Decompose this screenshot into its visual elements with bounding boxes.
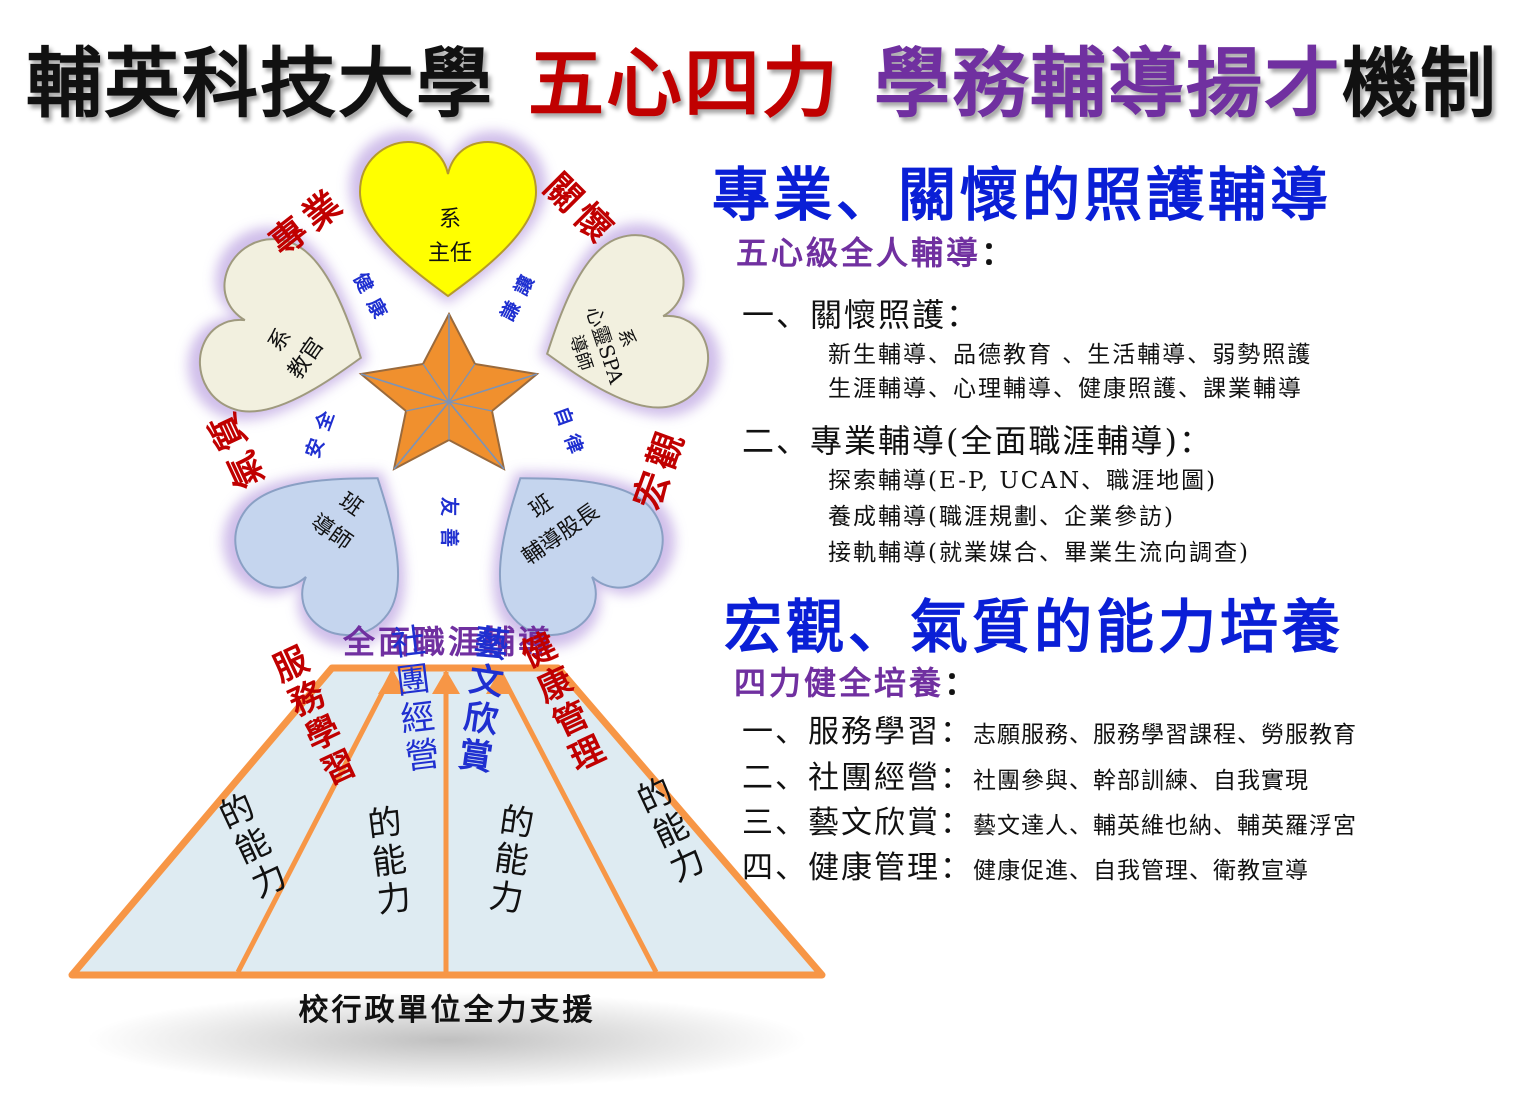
section2-subheading: 四力健全培養： bbox=[734, 658, 979, 704]
title-mechanism-suffix: 機制 bbox=[1342, 39, 1498, 128]
ability-desc: 健康促進、自我管理、衛教宣導 bbox=[973, 858, 1309, 884]
page-title: 輔英科技大學五心四力學務輔導揚才機制 bbox=[0, 22, 1524, 132]
section2-heading: 宏觀、氣質的能力培養 bbox=[724, 593, 1345, 661]
center-star-icon bbox=[358, 311, 540, 471]
ability-title: 三、藝文欣賞： bbox=[742, 805, 973, 841]
ability-item-arts: 三、藝文欣賞：藝文達人、輔英維也納、輔英羅浮宮 bbox=[742, 797, 1357, 842]
virtue-discipline: 自律 bbox=[550, 404, 591, 466]
four-abilities-pyramid bbox=[68, 664, 826, 979]
professional-item-title: 二、專業輔導(全面職涯輔導)： bbox=[742, 422, 1213, 460]
section1-heading: 專業、關懷的照護輔導 bbox=[712, 161, 1333, 229]
petal-top-line2: 主任 bbox=[428, 241, 472, 266]
care-item-line2: 生涯輔導、心理輔導、健康照護、課業輔導 bbox=[828, 376, 1303, 402]
section2-sub-text: 四力健全培養 bbox=[734, 664, 945, 702]
ability-desc: 藝文達人、輔英維也納、輔英羅浮宮 bbox=[973, 813, 1357, 839]
virtue-friendly: 友善 bbox=[438, 497, 461, 559]
care-item-line1: 新生輔導、品德教育 、生活輔導、弱勢照護 bbox=[828, 342, 1313, 368]
arrow-head-icon bbox=[432, 670, 460, 694]
arrow-head-icon bbox=[378, 670, 406, 694]
section1-subheading: 五心級全人輔導： bbox=[736, 228, 1016, 274]
ability-item-health: 四、健康管理：健康促進、自我管理、衛教宣導 bbox=[742, 842, 1309, 887]
petal-ur-line1: 系 bbox=[613, 326, 639, 350]
pyramid-shadow bbox=[87, 992, 807, 1088]
ability-desc: 志願服務、服務學習課程、勞服教育 bbox=[973, 722, 1357, 748]
section1-sub-text: 五心級全人輔導 bbox=[736, 234, 982, 272]
care-item-title: 一、關懷照護： bbox=[742, 296, 981, 334]
ability-desc: 社團參與、幹部訓練、自我實現 bbox=[973, 768, 1309, 794]
virtue-health: 健康 bbox=[349, 269, 397, 331]
ability-title: 四、健康管理： bbox=[742, 850, 973, 886]
ability-title: 一、服務學習： bbox=[742, 714, 973, 750]
title-university: 輔英科技大學 bbox=[26, 39, 494, 128]
ability-title: 二、社團經營： bbox=[742, 760, 973, 796]
title-mechanism-main: 學務輔導揚才 bbox=[874, 39, 1342, 128]
section1-sub-colon: ： bbox=[981, 234, 1017, 272]
virtue-respect: 謙讓 bbox=[496, 263, 544, 325]
professional-item-line3: 接軌輔導(就業媒合、畢業生流向調查) bbox=[828, 540, 1250, 566]
pyramid-footer: 校行政單位全力支援 bbox=[299, 993, 596, 1028]
section2-sub-colon: ： bbox=[944, 664, 980, 702]
title-five-hearts: 五心四力 bbox=[528, 39, 840, 128]
arrow-head-icon bbox=[486, 670, 514, 694]
base-label-career: 全面職涯輔導 bbox=[342, 623, 553, 661]
professional-item-line2: 養成輔導(職涯規劃、企業參訪) bbox=[828, 504, 1175, 530]
petal-top-line1: 系 bbox=[439, 207, 461, 232]
ability-item-club: 二、社團經營：社團參與、幹部訓練、自我實現 bbox=[742, 752, 1309, 797]
professional-item-line1: 探索輔導(E-P, UCAN、職涯地圖) bbox=[828, 468, 1218, 494]
ability-item-service: 一、服務學習：志願服務、服務學習課程、勞服教育 bbox=[742, 706, 1357, 751]
virtue-safety: 安全 bbox=[301, 399, 342, 461]
ring-macro: 宏觀 bbox=[626, 421, 694, 514]
